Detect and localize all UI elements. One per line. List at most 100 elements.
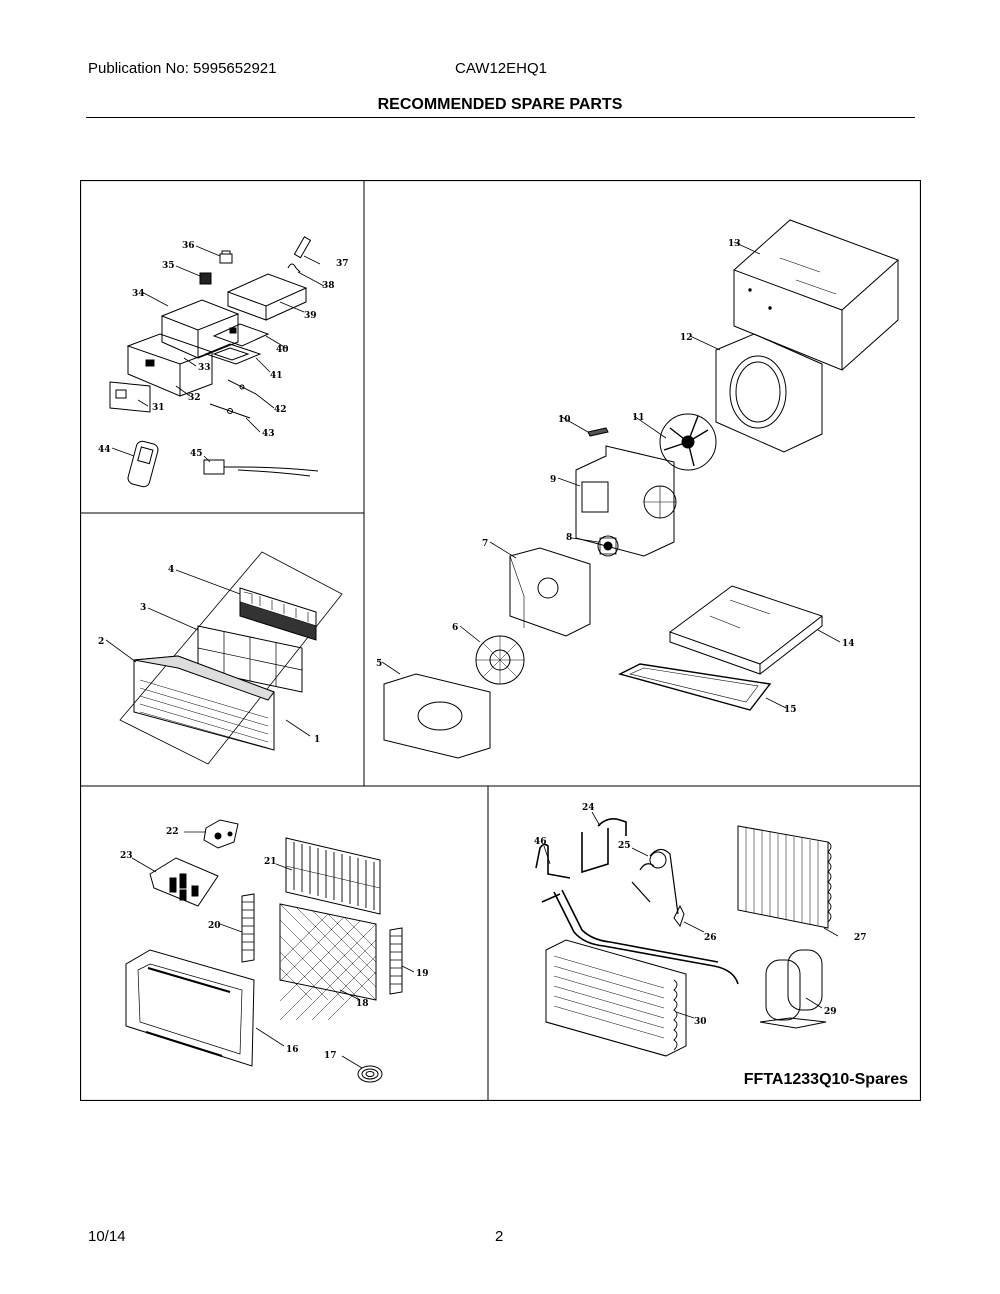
part-strap-10 (587, 427, 609, 437)
callout-44: 44 (98, 445, 111, 455)
part-control-box-39 (226, 273, 308, 321)
part-power-cord-45 (203, 459, 319, 477)
callout-11: 11 (632, 413, 645, 423)
callout-20: 20 (208, 921, 221, 931)
part-board-40 (212, 323, 270, 347)
exploded-parts-diagram: 36 35 37 38 34 39 40 33 41 32 42 31 43 4… (80, 180, 921, 1101)
callout-31: 31 (152, 403, 165, 413)
callout-7: 7 (482, 539, 488, 549)
part-tube-46 (535, 843, 571, 903)
callout-18: 18 (356, 999, 369, 1009)
callout-33: 33 (198, 363, 211, 373)
part-compressor-29 (759, 949, 827, 1029)
callout-15: 15 (784, 705, 797, 715)
part-louver-4 (239, 587, 317, 641)
callout-6: 6 (452, 623, 458, 633)
callout-21: 21 (264, 857, 277, 867)
part-blower-wheel-6 (475, 635, 525, 685)
callout-27: 27 (854, 933, 867, 943)
callout-14: 14 (842, 639, 855, 649)
callout-43: 43 (262, 429, 275, 439)
callout-30: 30 (694, 1017, 707, 1027)
part-tube-24 (581, 818, 627, 874)
callout-9: 9 (550, 475, 556, 485)
part-gasket-15 (618, 663, 772, 711)
part-display-board-32 (109, 381, 151, 413)
callout-16: 16 (286, 1045, 299, 1055)
part-base-pan-14 (668, 585, 824, 675)
part-scroll-housing-7 (509, 547, 591, 637)
part-grille-21 (285, 837, 381, 915)
callout-5: 5 (376, 659, 382, 669)
footer-date: 10/14 (88, 1228, 126, 1245)
part-wire-38 (287, 263, 301, 273)
part-control-panel-33 (126, 333, 214, 397)
leaders-panel-d (131, 831, 415, 1069)
part-side-louver-20 (241, 893, 255, 963)
callout-12: 12 (680, 333, 693, 343)
header-rule (86, 117, 915, 118)
callout-45: 45 (190, 449, 203, 459)
callout-25: 25 (618, 841, 631, 851)
publication-number: Publication No: 5995652921 (88, 60, 277, 77)
part-bracket-23 (149, 857, 219, 907)
callout-23: 23 (120, 851, 133, 861)
diagram-border (80, 180, 921, 1101)
part-clip-37 (293, 236, 312, 259)
part-capillary-25 (631, 848, 679, 915)
callout-40: 40 (276, 345, 289, 355)
part-side-louver-19 (389, 927, 403, 995)
part-cabinet-13 (733, 219, 899, 371)
callout-38: 38 (322, 281, 335, 291)
callout-29: 29 (824, 1007, 837, 1017)
part-coil-spring-17 (357, 1065, 383, 1083)
callout-1: 1 (314, 735, 320, 745)
leaders-panel-c (381, 241, 841, 709)
callout-37: 37 (336, 259, 349, 269)
callout-4: 4 (168, 565, 174, 575)
part-evaporator-30 (545, 939, 687, 1057)
callout-41: 41 (270, 371, 283, 381)
part-switch-36 (219, 250, 233, 264)
part-fan-motor-8 (597, 535, 619, 557)
leaders-panel-e (543, 811, 839, 1019)
part-knob-35 (199, 272, 212, 285)
callout-2: 2 (98, 637, 104, 647)
leaders-panel-a (111, 245, 325, 463)
callout-10: 10 (558, 415, 571, 425)
callout-42: 42 (274, 405, 287, 415)
callout-22: 22 (166, 827, 179, 837)
leaders-panel-b (105, 569, 311, 737)
part-condenser-27 (737, 825, 832, 929)
part-sensor-43 (209, 403, 251, 419)
callout-36: 36 (182, 241, 195, 251)
callout-19: 19 (416, 969, 429, 979)
callout-24: 24 (582, 803, 595, 813)
callout-39: 39 (304, 311, 317, 321)
diagram-id-label: FFTA1233Q10-Spares (743, 1071, 908, 1088)
callout-26: 26 (704, 933, 717, 943)
part-fan-blade-11 (659, 413, 717, 471)
callout-17: 17 (324, 1051, 337, 1061)
part-valve-26 (673, 904, 685, 928)
page-title: RECOMMENDED SPARE PARTS (377, 96, 623, 113)
callout-35: 35 (162, 261, 175, 271)
part-gasket-41 (204, 343, 262, 365)
part-front-grille-2 (133, 655, 275, 751)
part-frame-16 (125, 949, 255, 1067)
part-sensor-42 (227, 379, 257, 395)
callout-13: 13 (728, 239, 741, 249)
callout-46: 46 (534, 837, 547, 847)
model-number: CAW12EHQ1 (455, 60, 547, 77)
part-suction-tube (553, 889, 739, 985)
callout-34: 34 (132, 289, 145, 299)
part-remote-44 (127, 440, 159, 488)
part-bracket-22 (203, 819, 239, 849)
part-mesh-18 (279, 903, 377, 1021)
callout-3: 3 (140, 603, 146, 613)
page-number: 2 (495, 1228, 504, 1245)
part-orifice-5 (383, 673, 491, 759)
callout-8: 8 (566, 533, 572, 543)
part-filter-3 (197, 625, 303, 693)
callout-32: 32 (188, 393, 201, 403)
